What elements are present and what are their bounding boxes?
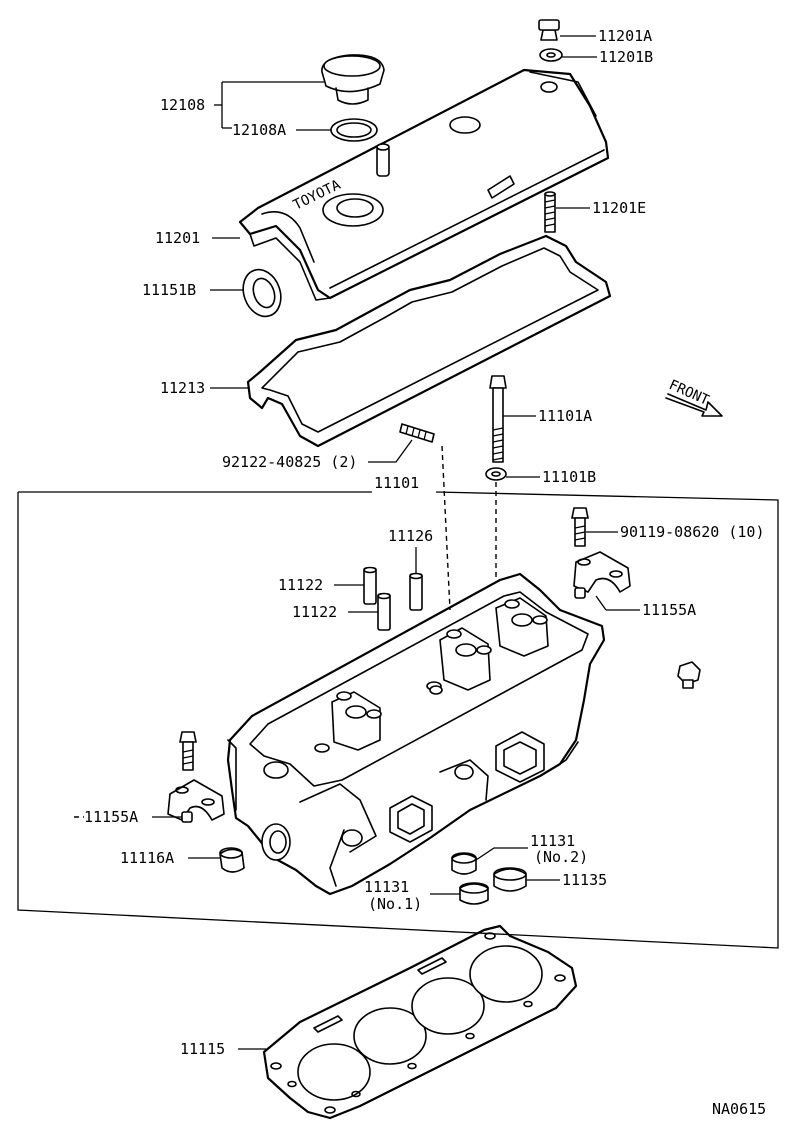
- label-11213: 11213: [160, 379, 205, 397]
- label-11122-upper: 11122: [278, 576, 323, 594]
- label-11201B: 11201B: [599, 48, 653, 66]
- stud-bolt-11201E-icon: [544, 191, 556, 233]
- label-11201E: 11201E: [592, 199, 646, 217]
- label-11201A: 11201A: [598, 27, 652, 45]
- guide-11122-lower-icon: [377, 592, 391, 631]
- label-11151B: 11151B: [142, 281, 196, 299]
- bolt-90119-icon: [571, 507, 589, 547]
- label-11131-no2-sub: (No.2): [534, 848, 588, 866]
- valve-seat-no1-icon: [459, 882, 489, 905]
- stud-92122-icon: [399, 423, 435, 443]
- label-11131-no2: 11131: [530, 832, 575, 850]
- oil-filler-cap-icon: [321, 54, 385, 105]
- label-11122-lower: 11122: [292, 603, 337, 621]
- bearing-cap-right-icon: [573, 551, 631, 599]
- head-cover-11201-icon: TOYOTA: [238, 68, 610, 301]
- valve-seat-no2-icon: [451, 852, 477, 875]
- label-11126: 11126: [388, 527, 433, 545]
- guide-11122-upper-icon: [363, 566, 377, 605]
- label-12108: 12108: [160, 96, 205, 114]
- cover-gasket-11213-icon: [246, 234, 612, 448]
- label-11101A: 11101A: [538, 407, 592, 425]
- bearing-cap-left-icon: [167, 779, 225, 823]
- label-92122: 92122-40825 (2): [222, 453, 357, 471]
- label-90119: 90119-08620 (10): [620, 523, 765, 541]
- small-nut-icon: [677, 661, 701, 689]
- label-11116A: 11116A: [120, 849, 174, 867]
- cover-stud-icon: [376, 143, 390, 177]
- assembly-frame: [17, 491, 779, 949]
- label-11115: 11115: [180, 1040, 225, 1058]
- front-label: FRONT: [666, 377, 712, 409]
- label-11131-no1-sub: (No.1): [368, 895, 422, 913]
- label-11101: 11101: [374, 474, 419, 492]
- valve-seat-11135-icon: [493, 867, 527, 892]
- head-gasket-11115-icon: [262, 924, 578, 1120]
- figure-code: NA0615: [712, 1100, 766, 1118]
- seal-11151B-icon: [242, 268, 282, 318]
- plug-11116A-icon: [219, 847, 245, 873]
- label-12108A: 12108A: [232, 121, 286, 139]
- label-11155A-right: 11155A: [642, 601, 696, 619]
- cylinder-head-icon: [226, 572, 606, 896]
- bolt-left-icon: [179, 731, 197, 771]
- label-11131-no1: 11131: [364, 878, 409, 896]
- front-arrow-icon: [665, 393, 723, 417]
- label-11201: 11201: [155, 229, 200, 247]
- head-bolt-11101A-icon: [489, 375, 507, 463]
- label-11135: 11135: [562, 871, 607, 889]
- label-11155A-left: 11155A: [84, 808, 138, 826]
- cap-nut-11201A-icon: [538, 19, 560, 41]
- guide-11126-icon: [409, 572, 423, 611]
- label-11101B: 11101B: [542, 468, 596, 486]
